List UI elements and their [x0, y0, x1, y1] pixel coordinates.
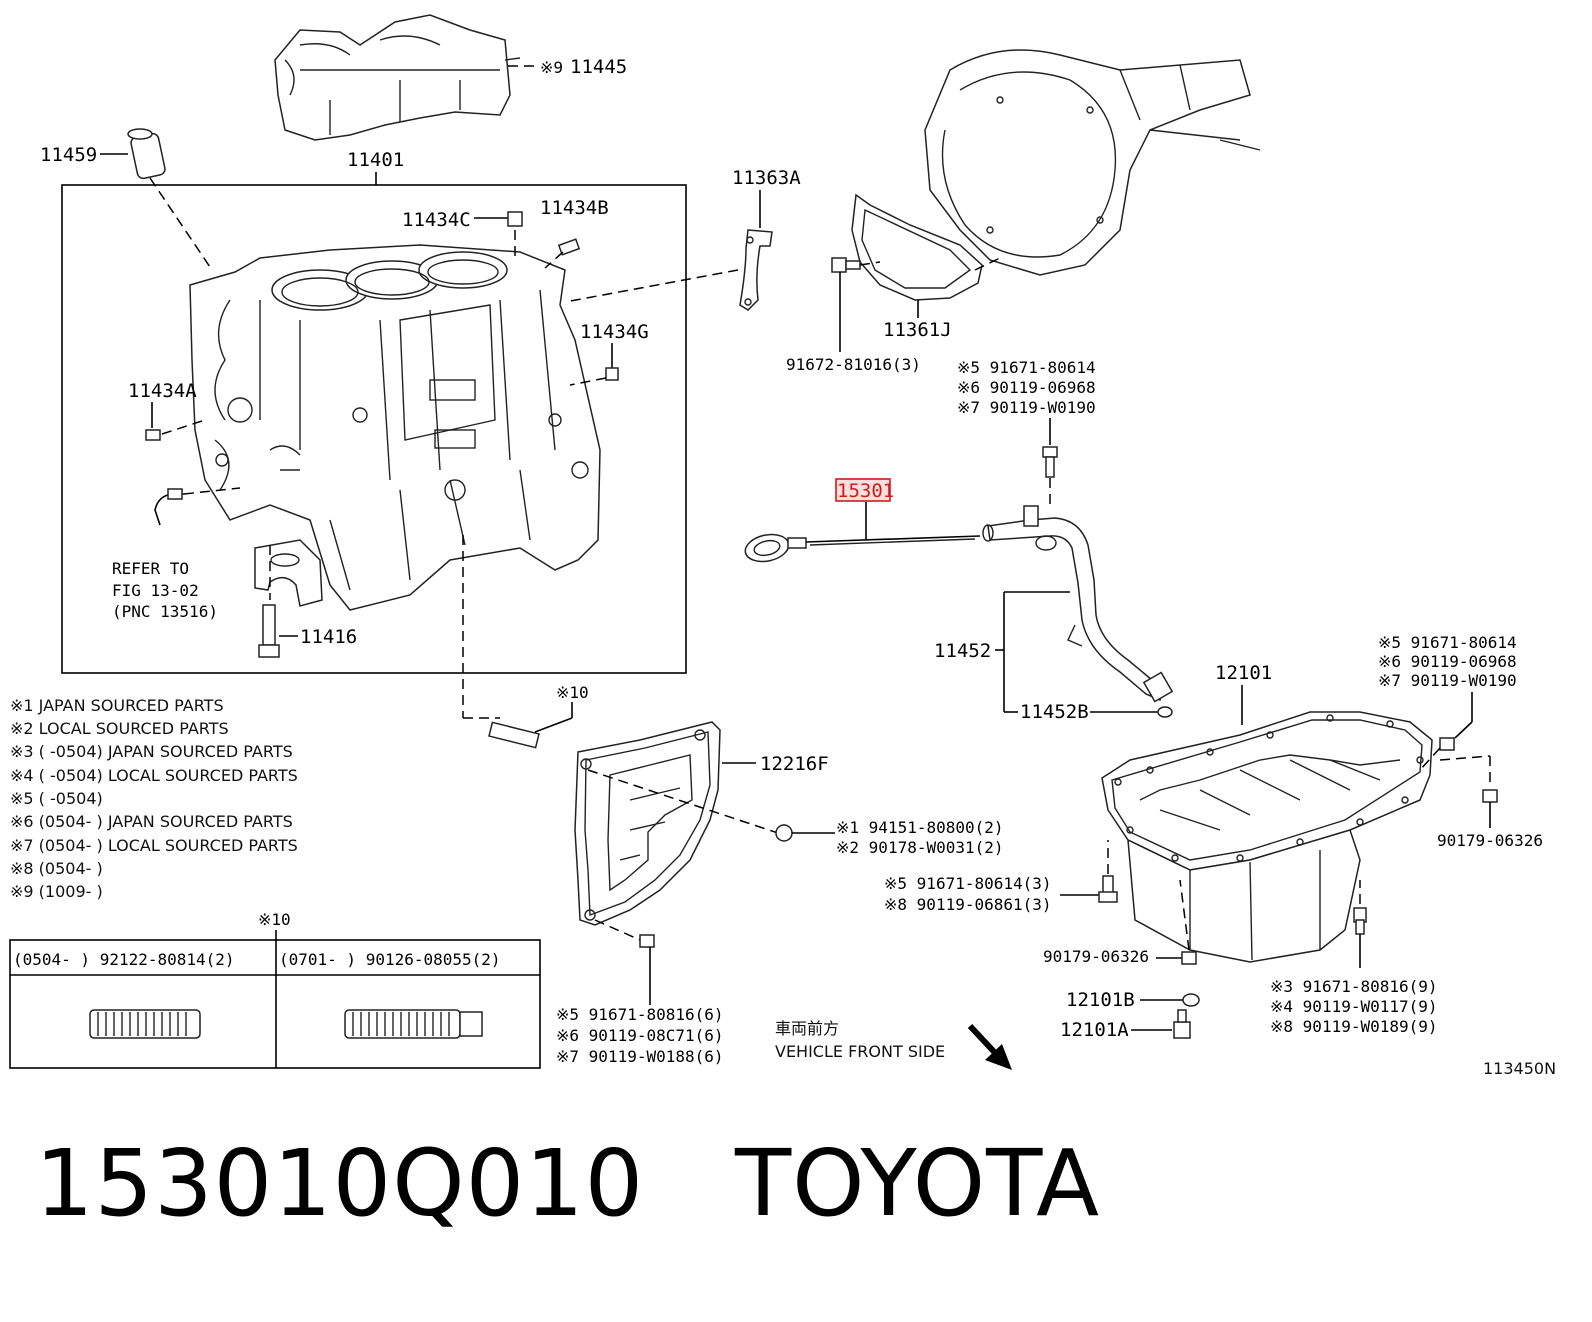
bracket-11363A-drawing	[739, 229, 773, 311]
baffle-plate-12216F-drawing	[574, 721, 721, 926]
callout-plate-bottom-1[interactable]: ※5 91671-80816(6)	[556, 1005, 724, 1024]
note-line-6: ※6 (0504- ) JAPAN SOURCED PARTS	[10, 812, 293, 831]
footer-title: 153010Q010 TOYOTA	[35, 1138, 1100, 1230]
guide-tube-11452-drawing	[982, 505, 1174, 703]
note-line-4: ※4 ( -0504) LOCAL SOURCED PARTS	[10, 766, 298, 785]
part-label-12101[interactable]: 12101	[1215, 662, 1272, 684]
note-mark-10-stud: ※10	[556, 683, 589, 702]
direction-jp: 車両前方	[775, 1019, 839, 1038]
part-label-11363A[interactable]: 11363A	[732, 167, 801, 189]
front-arrow-icon	[967, 1023, 1012, 1070]
part-label-91672[interactable]: 91672-81016(3)	[786, 355, 921, 374]
bolt-91672-drawing	[831, 257, 861, 273]
callout-pan-bottom-2[interactable]: ※4 90119-W0117(9)	[1270, 997, 1438, 1016]
part-label-11434B[interactable]: 11434B	[540, 197, 609, 219]
note-line-7: ※7 (0504- ) LOCAL SOURCED PARTS	[10, 836, 298, 855]
callout-top-right-2[interactable]: ※6 90119-06968	[957, 378, 1096, 397]
note-line-2: ※2 LOCAL SOURCED PARTS	[10, 719, 229, 738]
stud-right-drawing	[344, 1009, 483, 1039]
note-line-8: ※8 (0504- )	[10, 859, 103, 878]
part-label-11401[interactable]: 11401	[347, 149, 404, 171]
transmission-housing-drawing	[924, 49, 1261, 276]
highlight-box	[835, 478, 891, 502]
part-label-90179-left[interactable]: 90179-06326	[1043, 947, 1149, 966]
footer-part-number: 153010Q010	[35, 1130, 645, 1237]
note-line-3: ※3 ( -0504) JAPAN SOURCED PARTS	[10, 742, 293, 761]
cylinder-block-frame	[61, 184, 687, 674]
part-label-90179-right[interactable]: 90179-06326	[1437, 831, 1543, 850]
callout-top-right-3[interactable]: ※7 90119-W0190	[957, 398, 1096, 417]
stud-left-drawing	[89, 1009, 201, 1039]
refer-line-1: REFER TO	[112, 559, 189, 578]
part-label-11452B[interactable]: 11452B	[1020, 701, 1089, 723]
bearing-cap-drawing	[254, 539, 323, 607]
note-mark-10-table: ※10	[258, 910, 291, 929]
dipstick-15301-drawing	[744, 533, 981, 563]
callout-pan-right-2[interactable]: ※6 90119-06968	[1378, 652, 1517, 671]
plate-11361J-drawing	[851, 193, 983, 301]
refer-line-3: (PNC 13516)	[112, 602, 218, 621]
note-line-5: ※5 ( -0504)	[10, 789, 103, 808]
callout-top-right-1[interactable]: ※5 91671-80614	[957, 358, 1096, 377]
footer-brand: TOYOTA	[734, 1130, 1101, 1237]
diagram-code: 113450N	[1483, 1059, 1556, 1078]
table-header-right[interactable]: (0701- ) 90126-08055(2)	[279, 950, 501, 969]
bolt-guide-drawing	[1042, 446, 1058, 478]
callout-plate-bolt-1[interactable]: ※1 94151-80800(2)	[836, 818, 1004, 837]
refer-line-2: FIG 13-02	[112, 581, 199, 600]
timing-cover-drawing	[274, 14, 521, 141]
cylinder-block-drawing	[189, 244, 601, 611]
direction-en: VEHICLE FRONT SIDE	[775, 1042, 945, 1061]
callout-plate-bolt-2[interactable]: ※2 90178-W0031(2)	[836, 838, 1004, 857]
part-label-12101B[interactable]: 12101B	[1066, 989, 1135, 1011]
part-label-11452[interactable]: 11452	[934, 640, 991, 662]
callout-pan-left-2[interactable]: ※8 90119-06861(3)	[884, 895, 1052, 914]
callout-plate-bottom-2[interactable]: ※6 90119-08C71(6)	[556, 1026, 724, 1045]
callout-pan-left-1[interactable]: ※5 91671-80614(3)	[884, 874, 1052, 893]
table-header-left[interactable]: (0504- ) 92122-80814(2)	[13, 950, 235, 969]
callout-pan-right-1[interactable]: ※5 91671-80614	[1378, 633, 1517, 652]
callout-plate-bottom-3[interactable]: ※7 90119-W0188(6)	[556, 1047, 724, 1066]
callout-pan-bottom-1[interactable]: ※3 91671-80816(9)	[1270, 977, 1438, 996]
part-label-11416[interactable]: 11416	[300, 626, 357, 648]
part-label-11459[interactable]: 11459	[40, 144, 97, 166]
part-label-12101A[interactable]: 12101A	[1060, 1019, 1129, 1041]
note-mark-9: ※9	[540, 58, 563, 77]
part-label-11434A[interactable]: 11434A	[128, 380, 197, 402]
part-label-11361J[interactable]: 11361J	[883, 319, 952, 341]
note-line-1: ※1 JAPAN SOURCED PARTS	[10, 696, 224, 715]
oil-pipe-11459-drawing	[127, 128, 166, 180]
part-label-11434C[interactable]: 11434C	[402, 209, 471, 231]
callout-pan-right-3[interactable]: ※7 90119-W0190	[1378, 671, 1517, 690]
note-line-9: ※9 (1009- )	[10, 882, 103, 901]
oil-pan-drawing	[1101, 711, 1433, 963]
stud-table	[9, 939, 541, 1069]
part-label-12216F[interactable]: 12216F	[760, 753, 829, 775]
callout-pan-bottom-3[interactable]: ※8 90119-W0189(9)	[1270, 1017, 1438, 1036]
part-label-11445[interactable]: 11445	[570, 56, 627, 78]
part-label-15301[interactable]: 15301	[837, 480, 894, 502]
part-label-11434G[interactable]: 11434G	[580, 321, 649, 343]
